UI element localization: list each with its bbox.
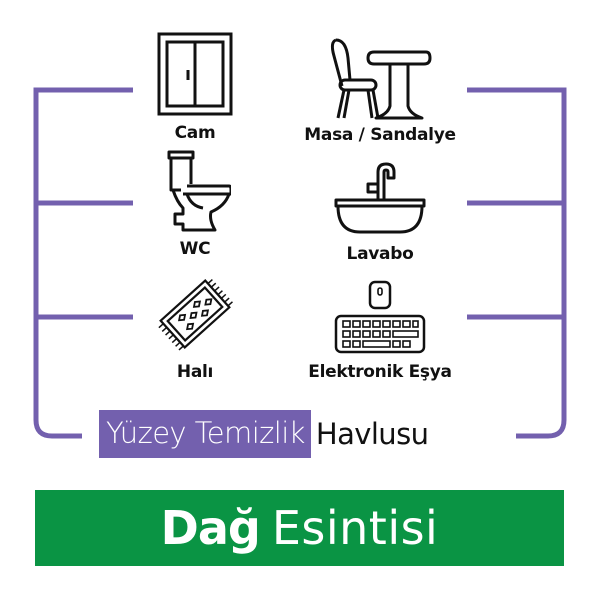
window-icon: [157, 32, 233, 116]
toilet-icon: [167, 150, 231, 232]
table-chair-icon: [330, 38, 432, 120]
item-hali: Halı: [140, 272, 250, 382]
brand-name-bold: Dağ: [160, 501, 261, 555]
item-label: Lavabo: [346, 244, 414, 264]
brand-banner: Dağ Esintisi: [35, 490, 564, 566]
subtitle-highlight: Yüzey Temizlik: [99, 410, 311, 458]
keyboard-mouse-icon: [334, 280, 426, 354]
item-masa-sandalye: Masa / Sandalye: [290, 36, 470, 145]
sink-icon: [334, 162, 426, 234]
item-cam: Cam: [140, 30, 250, 143]
item-lavabo: Lavabo: [310, 162, 450, 264]
item-label: WC: [179, 239, 211, 259]
item-label: Cam: [174, 123, 216, 143]
subtitle-rest: Havlusu: [315, 417, 429, 451]
rug-icon: [158, 278, 233, 351]
item-label: Masa / Sandalye: [304, 125, 456, 145]
item-elektronik-esya: Elektronik Eşya: [290, 280, 470, 382]
item-label: Halı: [176, 362, 214, 382]
item-label: Elektronik Eşya: [308, 362, 452, 382]
product-subtitle: Yüzey Temizlik Havlusu: [99, 410, 429, 458]
item-wc: WC: [140, 150, 250, 259]
brand-name-light: Esintisi: [271, 501, 439, 555]
